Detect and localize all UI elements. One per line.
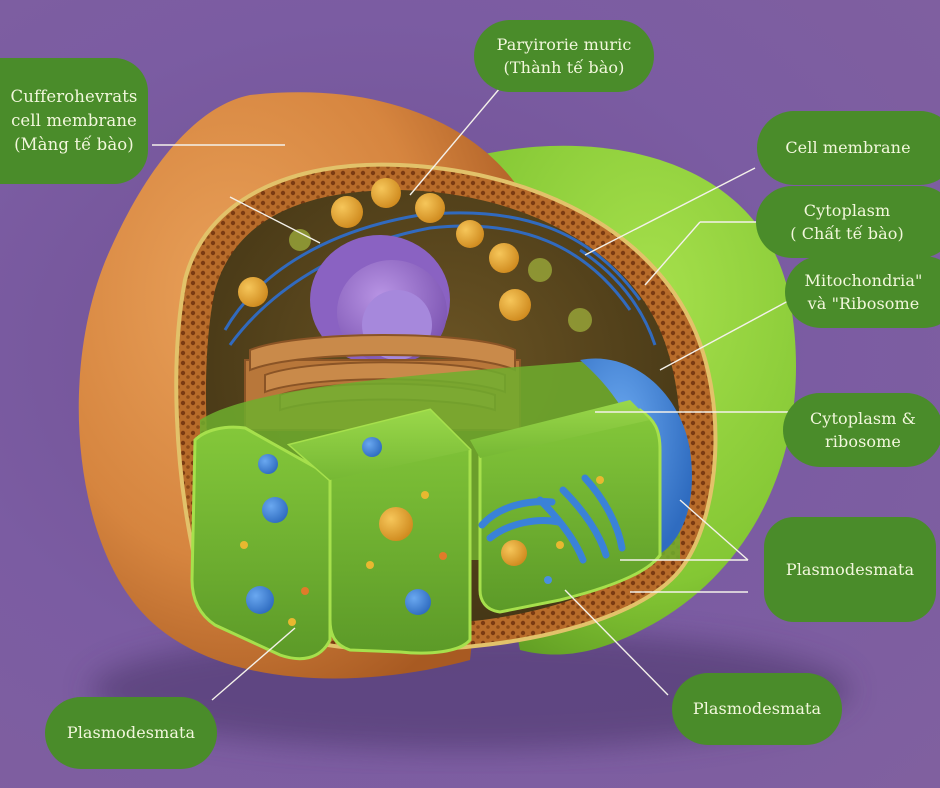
label-text: Mitochondria" và "Ribosome [804, 270, 923, 313]
label-plasmodesmata-bottom-left: Plasmodesmata [45, 697, 217, 769]
label-plasmodesmata-right: Plasmodesmata [764, 517, 936, 622]
label-text: Plasmodesmata [785, 559, 915, 579]
label-cell-wall: Paryirorie muric (Thành tế bào) [474, 20, 654, 92]
label-mitochondria-ribosome: Mitochondria" và "Ribosome [785, 256, 940, 328]
label-text: Cytoplasm ( Chất tế bào) [790, 200, 904, 243]
label-cell-membrane-right: Cell membrane [757, 111, 940, 185]
label-cytoplasm: Cytoplasm ( Chất tế bào) [756, 186, 940, 258]
label-text: Paryirorie muric (Thành tế bào) [496, 34, 632, 77]
label-cytoplasm-ribosome: Cytoplasm & ribosome [783, 393, 940, 467]
label-plasmodesmata-bottom-right: Plasmodesmata [672, 673, 842, 745]
golgi-stack-blue [478, 474, 626, 564]
label-text: Plasmodesmata [66, 723, 196, 743]
organelle-dots [240, 437, 604, 626]
label-text: Cytoplasm & ribosome [809, 408, 917, 451]
label-text: Cell membrane [785, 138, 911, 158]
vesicles [238, 178, 592, 332]
label-cell-membrane-top-left: Cufferohevrats cell membrane (Màng tế bà… [0, 58, 148, 184]
leader-lines [152, 87, 791, 701]
label-text: Cufferohevrats cell membrane (Màng tế bà… [10, 87, 138, 154]
rough-er [580, 358, 692, 560]
label-text: Plasmodesmata [692, 699, 822, 719]
